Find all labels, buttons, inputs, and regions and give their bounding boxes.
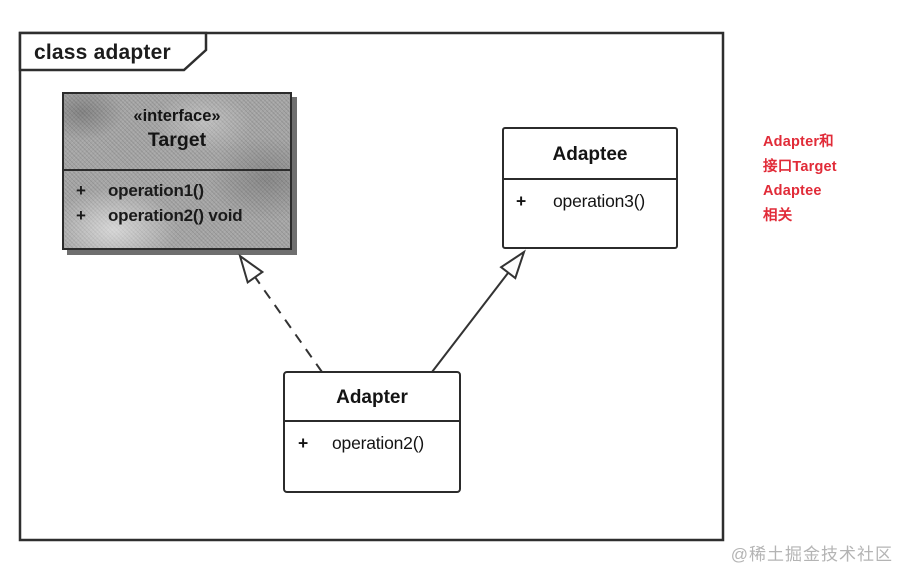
generalization-arrowhead-icon [499, 249, 526, 280]
annotation-line: Adaptee [763, 183, 822, 199]
adapter-operation-1: + operation2() [298, 433, 453, 454]
adaptee-operation-1: + operation3() [516, 191, 670, 212]
adaptee-header: Adaptee [504, 129, 676, 180]
realization-edge [254, 276, 323, 373]
watermark: @稀土掘金技术社区 [730, 545, 893, 564]
operation-signature: operation2() void [108, 206, 243, 225]
frame-border [18, 31, 725, 542]
annotation-line: Adapter和 [763, 134, 834, 150]
visibility-marker: + [76, 206, 86, 225]
target-stereotype: «interface» [133, 107, 221, 125]
frame-title: class adapter [34, 41, 171, 64]
generalization-edge [431, 272, 509, 373]
target-operations: + operation1() + operation2() void [64, 171, 290, 236]
target-operation-2: + operation2() void [76, 203, 282, 228]
adaptee-class-name: Adaptee [552, 144, 628, 165]
class-box-adapter: Adapter + operation2() [283, 371, 461, 493]
target-class-name: Target [147, 129, 207, 151]
visibility-marker: + [516, 191, 527, 211]
annotation-line: 相关 [763, 207, 793, 224]
adaptee-operations: + operation3() [504, 180, 676, 212]
operation-signature: operation3() [553, 191, 645, 211]
adapter-operations: + operation2() [285, 422, 459, 454]
target-header: «interface» Target [64, 94, 290, 171]
operation-signature: operation2() [332, 433, 424, 453]
adapter-header: Adapter [285, 373, 459, 422]
class-box-target: «interface» Target + operation1() + oper… [62, 92, 292, 250]
annotation-note: Adapter和 接口Target Adaptee 相关 [763, 130, 893, 228]
adapter-class-name: Adapter [336, 387, 408, 408]
class-box-adaptee: Adaptee + operation3() [502, 127, 678, 249]
visibility-marker: + [76, 181, 86, 200]
realization-arrowhead-icon [238, 253, 265, 285]
target-operation-1: + operation1() [76, 178, 282, 203]
visibility-marker: + [298, 433, 309, 453]
operation-signature: operation1() [108, 181, 204, 200]
frame-title-tab [18, 31, 208, 72]
annotation-line: 接口Target [763, 158, 837, 175]
